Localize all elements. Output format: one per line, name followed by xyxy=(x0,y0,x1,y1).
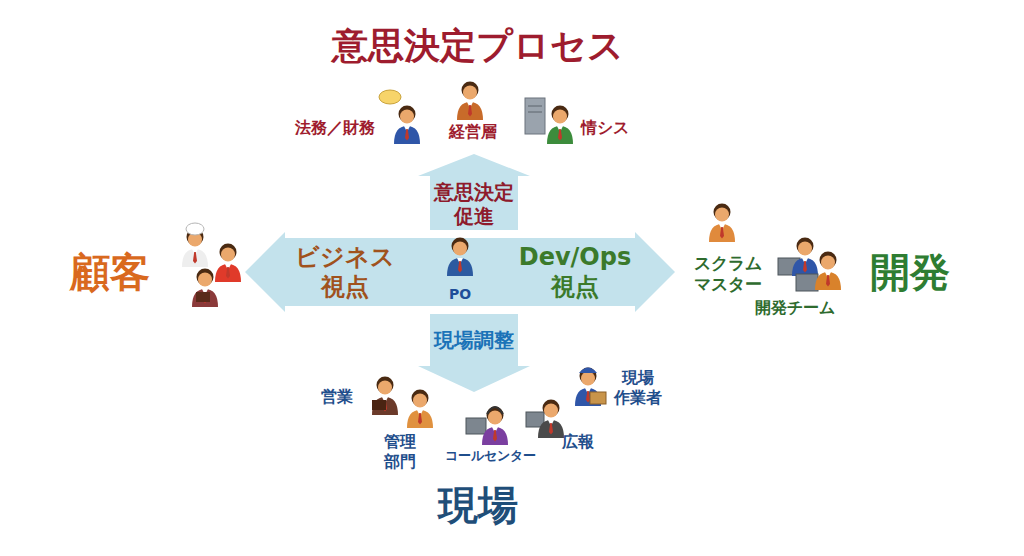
briefcase xyxy=(372,400,386,410)
person-icon xyxy=(709,204,735,243)
arrow-fill xyxy=(418,154,530,230)
cargo-box xyxy=(590,392,606,404)
monitor-icon xyxy=(796,274,818,291)
role-label: コールセンター xyxy=(445,448,536,464)
role-label: 開発チーム xyxy=(755,298,835,318)
person-icon xyxy=(575,368,601,407)
monitor-icon xyxy=(778,258,800,275)
role-label: 管理 部門 xyxy=(383,432,418,472)
role-label: 営業 xyxy=(321,387,353,407)
role-label: 現場 作業者 xyxy=(613,368,664,408)
work-cap xyxy=(579,368,597,374)
viewpoint-label: Dev/Ops 視点 xyxy=(517,242,633,302)
person-icon xyxy=(372,377,398,416)
role-label: スクラム マスター xyxy=(693,253,764,296)
role-label: 広報 xyxy=(562,432,594,452)
role-label: 情シス xyxy=(581,118,629,138)
person-icon xyxy=(394,106,420,145)
server-slot xyxy=(528,112,542,113)
chef-hat xyxy=(186,223,204,235)
group-heading: 開発 xyxy=(870,247,950,297)
monitor-icon xyxy=(466,418,486,434)
group-heading: 現場 xyxy=(438,480,518,530)
person-icon xyxy=(215,244,241,283)
person-icon xyxy=(457,82,483,121)
person-icon xyxy=(792,238,818,277)
person-icon xyxy=(547,106,573,145)
up-arrow: 意思決定 促進 xyxy=(418,154,530,230)
arrow-label: 意思決定 促進 xyxy=(433,180,516,228)
down-arrow: 現場調整 xyxy=(418,314,530,392)
headset xyxy=(487,407,503,414)
arrow-shape xyxy=(418,314,530,392)
person-icon xyxy=(538,400,564,439)
monitor-icon xyxy=(526,412,544,427)
server-slot xyxy=(528,106,542,107)
person-icon xyxy=(482,407,508,446)
diagram-title: 意思決定プロセス xyxy=(332,23,624,68)
server-icon xyxy=(525,98,545,134)
viewpoint-label: ビジネス 視点 xyxy=(294,242,397,302)
role-label: 経営層 xyxy=(449,122,497,142)
role-label: PO xyxy=(449,286,471,303)
arrow-label: 現場調整 xyxy=(434,328,514,352)
person-icon xyxy=(182,229,208,268)
person-icon xyxy=(192,269,218,308)
speech-bubble xyxy=(379,90,401,104)
briefcase xyxy=(196,292,210,302)
person-icon xyxy=(815,252,841,291)
arrow-fill xyxy=(418,314,530,392)
person-icon xyxy=(407,390,433,429)
arrow-fill xyxy=(245,232,675,312)
person-icon xyxy=(447,238,473,277)
double-arrow: ビジネス 視点 PO Dev/Ops 視点 xyxy=(245,232,675,312)
group-heading: 顧客 xyxy=(70,247,150,297)
role-label: 法務／財務 xyxy=(295,118,375,138)
